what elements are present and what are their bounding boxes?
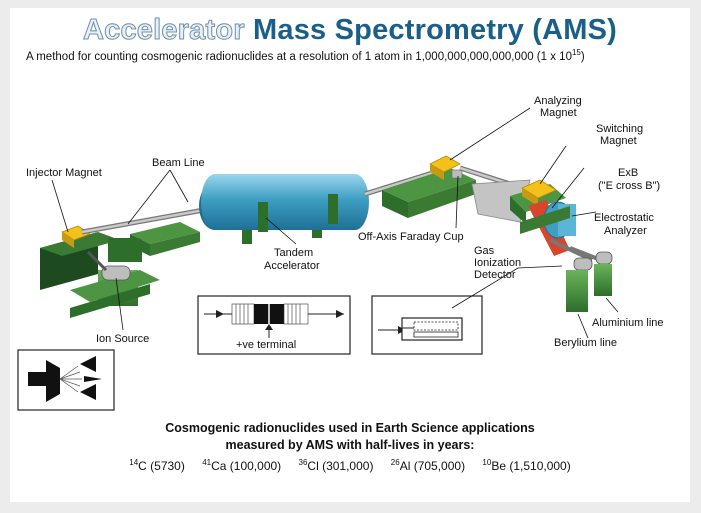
isotope-mass: 41 bbox=[202, 458, 212, 467]
footer-line-2: measured by AMS with half-lives in years… bbox=[225, 438, 475, 452]
label-switching-1: Switching bbox=[596, 123, 643, 135]
title-rest: Mass Spectrometry (AMS) bbox=[253, 14, 618, 46]
label-tandem-2: Accelerator bbox=[264, 260, 320, 272]
footer-line-1: Cosmogenic radionuclides used in Earth S… bbox=[165, 421, 535, 435]
isotope-mass: 10 bbox=[482, 458, 492, 467]
ion-source-inset bbox=[17, 349, 115, 411]
gas-ionization-detector bbox=[520, 206, 613, 312]
isotope-halflife: (1,510,000) bbox=[506, 459, 571, 473]
isotope-list: 14C (5730) 41Ca (100,000) 36Cl (301,000)… bbox=[10, 458, 690, 473]
label-electrostatic-1: Electrostatic bbox=[594, 212, 654, 224]
label-gas-3: Detector bbox=[474, 269, 516, 281]
analyzing-magnet bbox=[429, 155, 461, 180]
isotope-mass: 14 bbox=[129, 458, 139, 467]
isotope-item: 14C (5730) bbox=[129, 458, 185, 473]
label-gas-1: Gas bbox=[474, 245, 495, 257]
label-beryllium-line: Berylium line bbox=[554, 337, 617, 349]
label-switching-2: Magnet bbox=[600, 135, 637, 147]
terminal-plates bbox=[231, 303, 309, 325]
label-ion-source: Ion Source bbox=[96, 333, 149, 345]
subtitle-close: ) bbox=[580, 50, 585, 63]
ion-source bbox=[86, 250, 131, 281]
isotope-symbol: Cl bbox=[307, 459, 319, 473]
isotope-symbol: C bbox=[138, 459, 147, 473]
label-terminal: +ve terminal bbox=[236, 339, 296, 351]
subtitle-exponent: 15 bbox=[571, 48, 581, 57]
terminal-inset bbox=[197, 295, 351, 355]
label-exb-2: ("E cross B") bbox=[598, 180, 660, 192]
isotope-mass: 36 bbox=[298, 458, 308, 467]
footer-heading: Cosmogenic radionuclides used in Earth S… bbox=[10, 420, 690, 454]
isotope-symbol: Al bbox=[399, 459, 411, 473]
isotope-halflife: (705,000) bbox=[410, 459, 466, 473]
isotope-symbol: Ca bbox=[211, 459, 227, 473]
isotope-halflife: (5730) bbox=[146, 459, 185, 473]
label-analyzing-2: Magnet bbox=[540, 107, 577, 119]
isotope-symbol: Be bbox=[491, 459, 507, 473]
leader-lines bbox=[51, 107, 619, 339]
label-analyzing-1: Analyzing bbox=[534, 95, 582, 107]
isotope-item: 10Be (1,510,000) bbox=[482, 458, 571, 473]
subtitle-text: A method for counting cosmogenic radionu… bbox=[26, 50, 572, 63]
label-gas-2: Ionization bbox=[474, 257, 521, 269]
beam-line-left bbox=[81, 205, 216, 256]
isotope-halflife: (301,000) bbox=[318, 459, 374, 473]
switching-magnet bbox=[521, 179, 557, 206]
label-faraday-cup: Off-Axis Faraday Cup bbox=[358, 231, 464, 243]
isotope-mass: 26 bbox=[390, 458, 400, 467]
label-beam-line: Beam Line bbox=[152, 157, 205, 169]
subtitle: A method for counting cosmogenic radionu… bbox=[26, 48, 585, 63]
isotope-halflife: (100,000) bbox=[226, 459, 282, 473]
isotope-item: 36Cl (301,000) bbox=[298, 458, 374, 473]
isotope-item: 41Ca (100,000) bbox=[202, 458, 282, 473]
faraday-cup bbox=[451, 169, 463, 179]
title-outlined-word: Accelerator bbox=[82, 14, 245, 47]
page-title: Accelerator Mass Spectrometry (AMS) bbox=[10, 14, 690, 47]
detector-inset bbox=[371, 295, 483, 355]
label-injector-magnet: Injector Magnet bbox=[26, 167, 102, 179]
figure-panel: Accelerator Mass Spectrometry (AMS) A me… bbox=[10, 8, 690, 502]
ams-diagram: Injector Magnet Beam Line Tandem Acceler… bbox=[17, 95, 664, 411]
label-exb-1: ExB bbox=[618, 167, 638, 179]
tandem-accelerator-tank bbox=[199, 174, 369, 244]
label-tandem-1: Tandem bbox=[274, 247, 313, 259]
label-electrostatic-2: Analyzer bbox=[604, 225, 647, 237]
isotope-item: 26Al (705,000) bbox=[390, 458, 466, 473]
label-aluminium-line: Aluminium line bbox=[592, 317, 664, 329]
